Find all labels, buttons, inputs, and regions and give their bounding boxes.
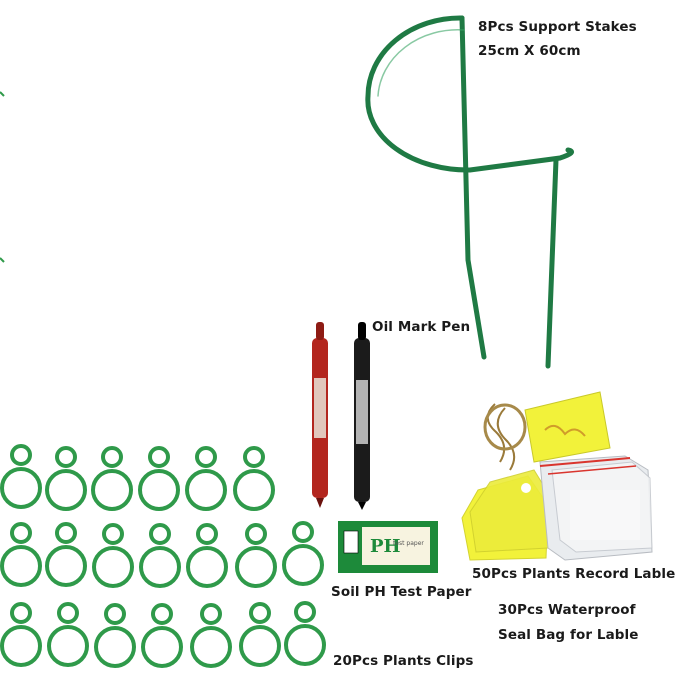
plant-clips-label: 20Pcs Plants Clips xyxy=(333,653,474,669)
support-stakes-size-label: 25cm X 60cm xyxy=(478,43,581,59)
edge-mark xyxy=(0,91,5,97)
plant-clip-icon xyxy=(138,446,180,511)
oil-mark-pen-label: Oil Mark Pen xyxy=(372,319,471,335)
plant-clip-icon xyxy=(0,522,42,587)
plant-clip-icon xyxy=(91,446,133,511)
ph-test-paper-pack-icon: PH test paper xyxy=(338,521,438,573)
plant-clip-icon xyxy=(94,603,136,668)
ph-pack-small-text: test paper xyxy=(393,540,424,547)
support-stakes-label: 8Pcs Support Stakes xyxy=(478,19,637,35)
edge-mark xyxy=(0,257,5,263)
plant-clip-icon xyxy=(92,523,134,588)
plant-clip-icon xyxy=(190,603,232,668)
ph-pack-big-text: PH xyxy=(370,536,401,557)
record-label-label: 50Pcs Plants Record Lable xyxy=(472,566,675,582)
plant-clip-icon xyxy=(185,446,227,511)
product-kit-illustration: PH test paper xyxy=(0,15,653,668)
plant-clips-group xyxy=(0,444,326,668)
plant-support-stake-icon xyxy=(365,15,575,369)
plant-clip-icon xyxy=(141,603,183,668)
plant-clip-icon xyxy=(284,601,326,666)
plant-clip-icon xyxy=(235,523,277,588)
plant-clip-icon xyxy=(239,602,281,667)
plant-clip-icon xyxy=(233,446,275,511)
seal-bag-label: 30Pcs Waterproof xyxy=(498,602,636,618)
plant-clip-icon xyxy=(45,446,87,511)
plant-clip-icon xyxy=(282,521,324,586)
black-marker-pen-icon xyxy=(354,322,370,510)
plant-clip-icon xyxy=(0,444,42,509)
ph-test-paper-label: Soil PH Test Paper xyxy=(331,584,472,600)
red-marker-pen-icon xyxy=(312,322,328,508)
seal-bag-icon xyxy=(539,455,653,561)
plant-clip-icon xyxy=(45,522,87,587)
plant-clip-icon xyxy=(186,523,228,588)
plant-clip-icon xyxy=(47,602,89,667)
seal-bag-label-line2: Seal Bag for Lable xyxy=(498,627,639,643)
plant-clip-icon xyxy=(0,602,42,667)
plant-clip-icon xyxy=(139,523,181,588)
